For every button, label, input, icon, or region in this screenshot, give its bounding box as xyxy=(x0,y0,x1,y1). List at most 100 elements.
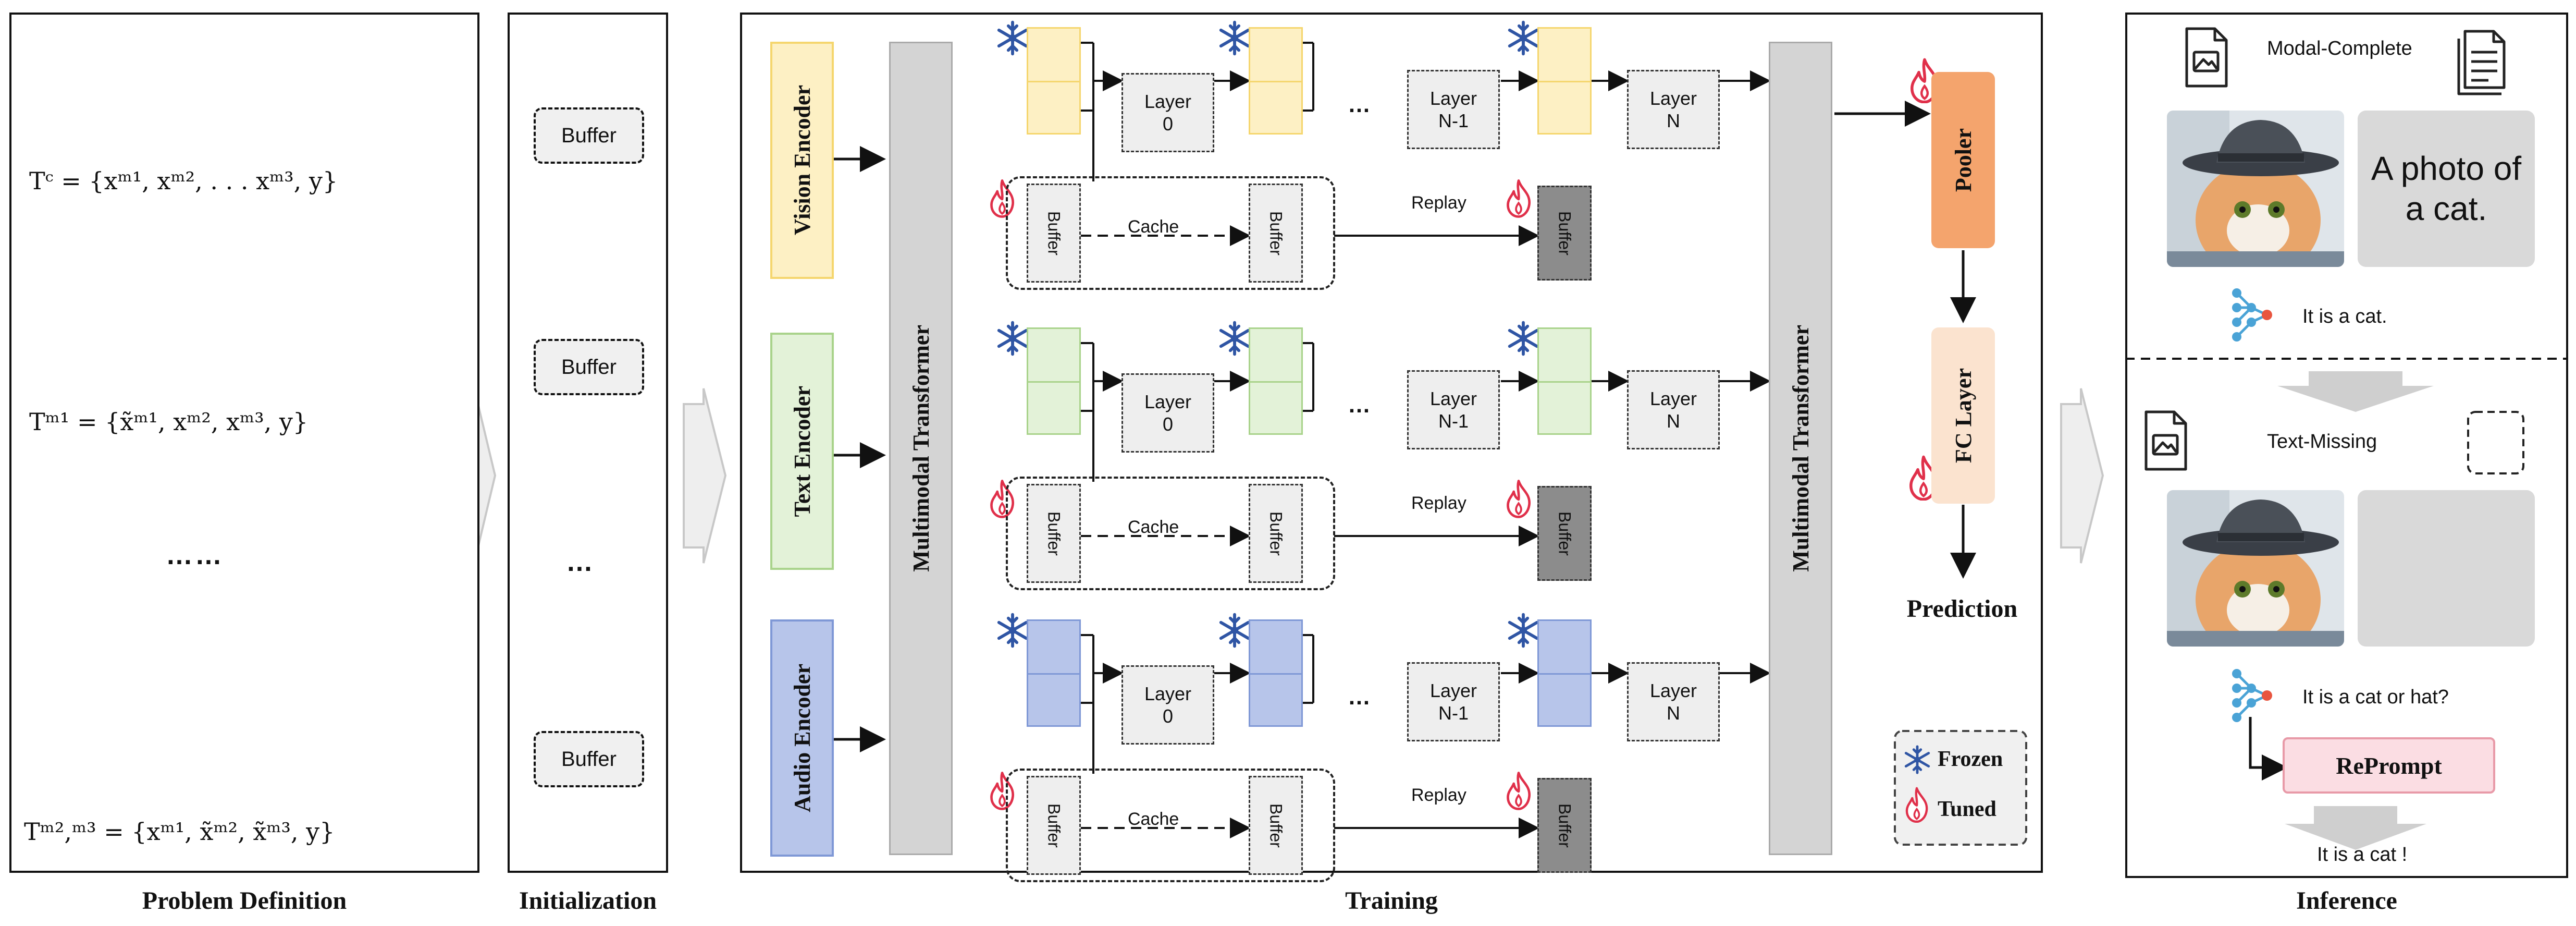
inference-panel xyxy=(2125,13,2568,878)
token-block xyxy=(1249,27,1303,135)
token-divider xyxy=(1539,81,1590,82)
layer-n-1: Layer N-1 xyxy=(1407,70,1500,149)
missing-text-icon xyxy=(2467,411,2524,474)
cache-region xyxy=(1006,176,1335,290)
text-missing-label: Text-Missing xyxy=(2267,431,2377,453)
token-divider xyxy=(1028,673,1079,675)
text-encoder: Text Encoder xyxy=(770,333,834,570)
cache-buffer-left: Buffer xyxy=(1027,184,1081,283)
audio-encoder: Audio Encoder xyxy=(770,619,834,857)
problem-ellipsis: …… xyxy=(166,540,224,570)
vision-encoder: Vision Encoder xyxy=(770,42,834,279)
token-divider xyxy=(1250,673,1301,675)
cache-label: Cache xyxy=(1128,809,1179,829)
output-missing: It is a cat or hat? xyxy=(2302,686,2449,708)
output-complete: It is a cat. xyxy=(2302,306,2387,327)
token-divider xyxy=(1250,81,1301,82)
buffer-label: Buffer xyxy=(1555,511,1574,556)
modal-complete-label: Modal-Complete xyxy=(2267,38,2412,59)
legend-frozen-label: Frozen xyxy=(1938,747,2003,771)
legend-box xyxy=(1894,730,2027,846)
head-arrows xyxy=(1834,101,1976,579)
replay-label: Replay xyxy=(1411,785,1466,805)
replay-label: Replay xyxy=(1411,493,1466,513)
replay-buffer: Buffer xyxy=(1537,778,1592,873)
init-buffer-3: Buffer xyxy=(534,731,644,787)
layer-0: Layer 0 xyxy=(1121,665,1214,745)
layer-n-1: Layer N-1 xyxy=(1407,662,1500,741)
layer-0: Layer 0 xyxy=(1121,373,1214,453)
token-divider xyxy=(1028,81,1079,82)
layers-ellipsis: … xyxy=(1348,392,1373,418)
replay-buffer: Buffer xyxy=(1537,486,1592,581)
buffer-label: Buffer xyxy=(1555,803,1574,848)
cat-photo-1 xyxy=(2167,111,2344,267)
init-buffer-2: Buffer xyxy=(534,339,644,395)
layers-ellipsis: … xyxy=(1348,684,1373,710)
text-modality-box: A photo of a cat. xyxy=(2358,111,2535,267)
multimodal-transformer-left: Multimodal Transformer xyxy=(889,42,953,855)
cache-label: Cache xyxy=(1128,217,1179,237)
formula-missing-m1: Tᵐ¹ = {x̃ᵐ¹, xᵐ², xᵐ³, y} xyxy=(29,408,309,436)
network-icon-2 xyxy=(2232,669,2272,722)
init-buffer-1: Buffer xyxy=(534,107,644,164)
cache-buffer-right: Buffer xyxy=(1249,184,1303,283)
fc-layer: FC Layer xyxy=(1931,327,1995,504)
reprompt-box: RePrompt xyxy=(2283,737,2495,794)
token-divider xyxy=(1539,673,1590,675)
training-panel xyxy=(740,13,2043,873)
token-block xyxy=(1537,27,1592,135)
cache-buffer-left: Buffer xyxy=(1027,776,1081,875)
buffer-label: Buffer xyxy=(1555,211,1574,255)
token-block xyxy=(1249,327,1303,435)
buffer-label: Buffer xyxy=(1266,211,1286,255)
inference-icons xyxy=(2144,27,2506,471)
multimodal-transformer-right: Multimodal Transformer xyxy=(1769,42,1832,855)
token-divider xyxy=(1250,381,1301,383)
cache-label: Cache xyxy=(1128,517,1179,537)
token-block xyxy=(1537,619,1592,727)
cat-photo-2 xyxy=(2167,490,2344,647)
problem-definition-panel xyxy=(9,13,479,873)
buffer-label: Buffer xyxy=(1266,511,1286,556)
replay-label: Replay xyxy=(1411,193,1466,213)
layer-n-1: Layer N-1 xyxy=(1407,370,1500,449)
legend-tuned-label: Tuned xyxy=(1938,797,1996,821)
initialization-title: Initialization xyxy=(519,887,657,915)
output-reprompt: It is a cat ! xyxy=(2317,844,2408,866)
cache-buffer-right: Buffer xyxy=(1249,484,1303,583)
problem-definition-title: Problem Definition xyxy=(142,887,347,915)
prediction-label: Prediction xyxy=(1906,595,2018,623)
encoder-arrows xyxy=(834,146,886,752)
formula-missing-m2-m3: Tᵐ²,ᵐ³ = {xᵐ¹, x̃ᵐ², x̃ᵐ³, y} xyxy=(24,818,335,846)
reprompt-arrow xyxy=(2249,717,2288,781)
token-block xyxy=(1537,327,1592,435)
inference-down-arrows xyxy=(2277,371,2434,850)
layer-n: Layer N xyxy=(1627,370,1720,449)
cache-region xyxy=(1006,769,1335,882)
layer-n: Layer N xyxy=(1627,70,1720,149)
cache-buffer-left: Buffer xyxy=(1027,484,1081,583)
layer-0: Layer 0 xyxy=(1121,73,1214,152)
buffer-label: Buffer xyxy=(1266,803,1286,848)
pooler: Pooler xyxy=(1931,72,1995,248)
replay-buffer: Buffer xyxy=(1537,186,1592,281)
token-block xyxy=(1027,27,1081,135)
photo-caption: A photo of a cat. xyxy=(2371,150,2522,227)
layers-ellipsis: … xyxy=(1348,92,1373,117)
token-divider xyxy=(1028,381,1079,383)
buffer-label: Buffer xyxy=(1044,211,1064,255)
buffer-label: Buffer xyxy=(1044,803,1064,848)
buffer-label: Buffer xyxy=(1044,511,1064,556)
token-block xyxy=(1027,327,1081,435)
cache-buffer-right: Buffer xyxy=(1249,776,1303,875)
missing-text-placeholder xyxy=(2358,490,2535,647)
init-ellipsis: … xyxy=(566,547,595,577)
token-block xyxy=(1027,619,1081,727)
training-title: Training xyxy=(1345,887,1438,915)
formula-complete: Tᶜ = {xᵐ¹, xᵐ², . . . xᵐ³, y} xyxy=(29,167,338,195)
inference-title: Inference xyxy=(2296,887,2397,915)
token-block xyxy=(1249,619,1303,727)
token-divider xyxy=(1539,381,1590,383)
layer-n: Layer N xyxy=(1627,662,1720,741)
